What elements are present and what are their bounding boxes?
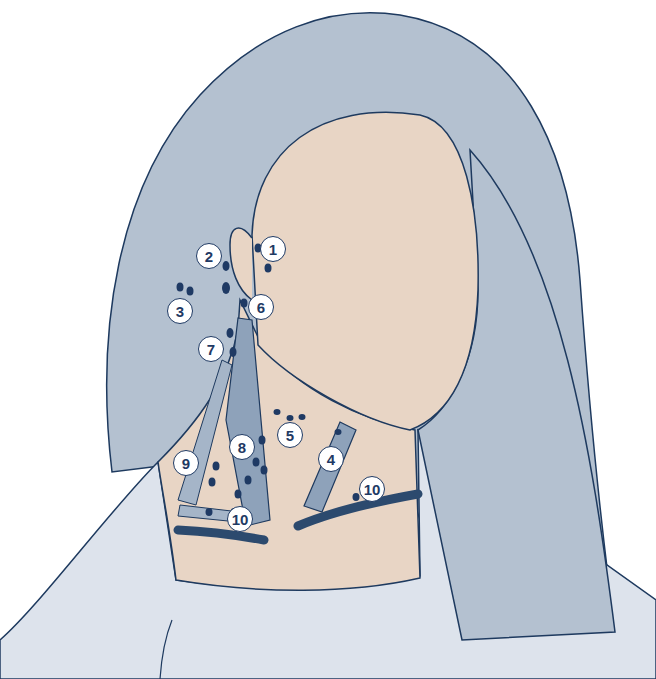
callout-number: 2 [196, 243, 222, 269]
callout-number: 4 [318, 446, 344, 472]
clavicle [298, 494, 418, 526]
callout-number: 10 [359, 476, 385, 502]
neck-muscle [178, 360, 232, 505]
clavicle [178, 530, 264, 540]
neck-muscle [304, 422, 356, 512]
callout-number: 9 [173, 450, 199, 476]
callout-number: 3 [167, 298, 193, 324]
neck-muscle [226, 318, 270, 526]
callout-number: 10 [227, 506, 253, 532]
face [252, 112, 478, 430]
callout-number: 7 [198, 336, 224, 362]
lymph-nodes [177, 244, 360, 517]
callout-number: 1 [260, 236, 286, 262]
ear [230, 228, 252, 300]
shirt-fold [160, 620, 172, 679]
callout-number: 8 [229, 434, 255, 460]
callout-number: 5 [277, 422, 303, 448]
callout-number: 6 [248, 294, 274, 320]
hair [107, 13, 615, 640]
